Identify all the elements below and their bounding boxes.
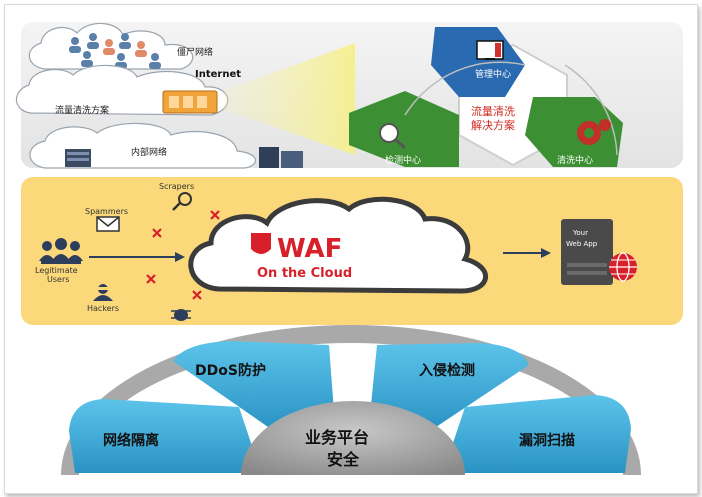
segment-ddos-protection [173,341,335,429]
internet-label: Internet [195,69,241,80]
mgmt-center-label: 管理中心 [475,68,511,80]
clean-center-segment [525,97,623,167]
arrow-out-head [541,248,551,258]
scrapers-label: Scrapers [159,182,194,191]
arrow-in-head [175,252,185,262]
panel-platform-security: 网络隔离 DDoS防护 入侵检测 漏洞扫描 业务平台 安全 [61,325,641,475]
segment-vuln-scan [443,395,631,473]
gear-icon [577,119,611,145]
solution-label-line1: 流量清洗 [471,104,515,118]
hacker-icon [93,284,113,301]
scraper-magnifier-icon [172,192,192,211]
monitor-icon [476,40,504,60]
bug-icon [171,309,191,321]
segment-label-2: DDoS防护 [195,362,266,379]
users-group-icon [39,238,83,264]
center-dome [241,401,465,475]
firewall-device-icon [162,90,218,114]
solution-label-line2: 解决方案 [471,118,515,132]
magnifier-icon [379,123,406,150]
waf-subtitle: On the Cloud [257,266,352,281]
detect-center-label: 检测中心 [385,154,421,166]
webapp-label-line2: Web App [566,240,598,248]
legit-users-label-line2: Users [47,275,69,284]
server-rack-icon [65,147,303,168]
webapp-label-line1: Your [572,229,588,237]
botnet-label: 僵尸网络 [177,46,213,58]
segment-network-isolation [69,399,261,473]
segment-intrusion-detection [369,343,529,429]
segment-label-3: 入侵检测 [419,362,475,379]
segment-label-4: 漏洞扫描 [519,432,575,449]
waf-cloud [188,196,488,294]
mail-icon [96,216,120,232]
cleaning-plan-label: 流量清洗方案 [55,104,109,116]
globe-icon [609,252,637,282]
web-app-server-icon [561,219,613,285]
waf-title: WAF [277,234,342,264]
cleaning-beam [223,43,355,155]
waf-shield-icon [251,233,271,254]
segment-label-1: 网络隔离 [103,432,159,449]
detect-center-segment [349,91,459,167]
panel-traffic-cleaning: 僵尸网络 Internet 流量清洗方案 内部网络 [15,22,683,169]
center-label-line1: 业务平台 [305,428,369,447]
figure-frame: 僵尸网络 Internet 流量清洗方案 内部网络 [4,4,698,494]
spammers-label: Spammers [85,207,128,216]
inner-network-label: 内部网络 [131,146,167,158]
clean-center-label: 清洗中心 [557,154,593,166]
botnet-users-icon [69,33,161,69]
blocked-x-marks [146,210,220,300]
legit-users-label-line1: Legitimate [35,266,78,275]
hackers-label: Hackers [87,304,119,313]
center-label-line2: 安全 [327,450,360,469]
diagram-canvas: 僵尸网络 Internet 流量清洗方案 内部网络 [15,22,683,475]
panel-waf: Scrapers Spammers Legitimate Users Hacke… [21,177,683,325]
